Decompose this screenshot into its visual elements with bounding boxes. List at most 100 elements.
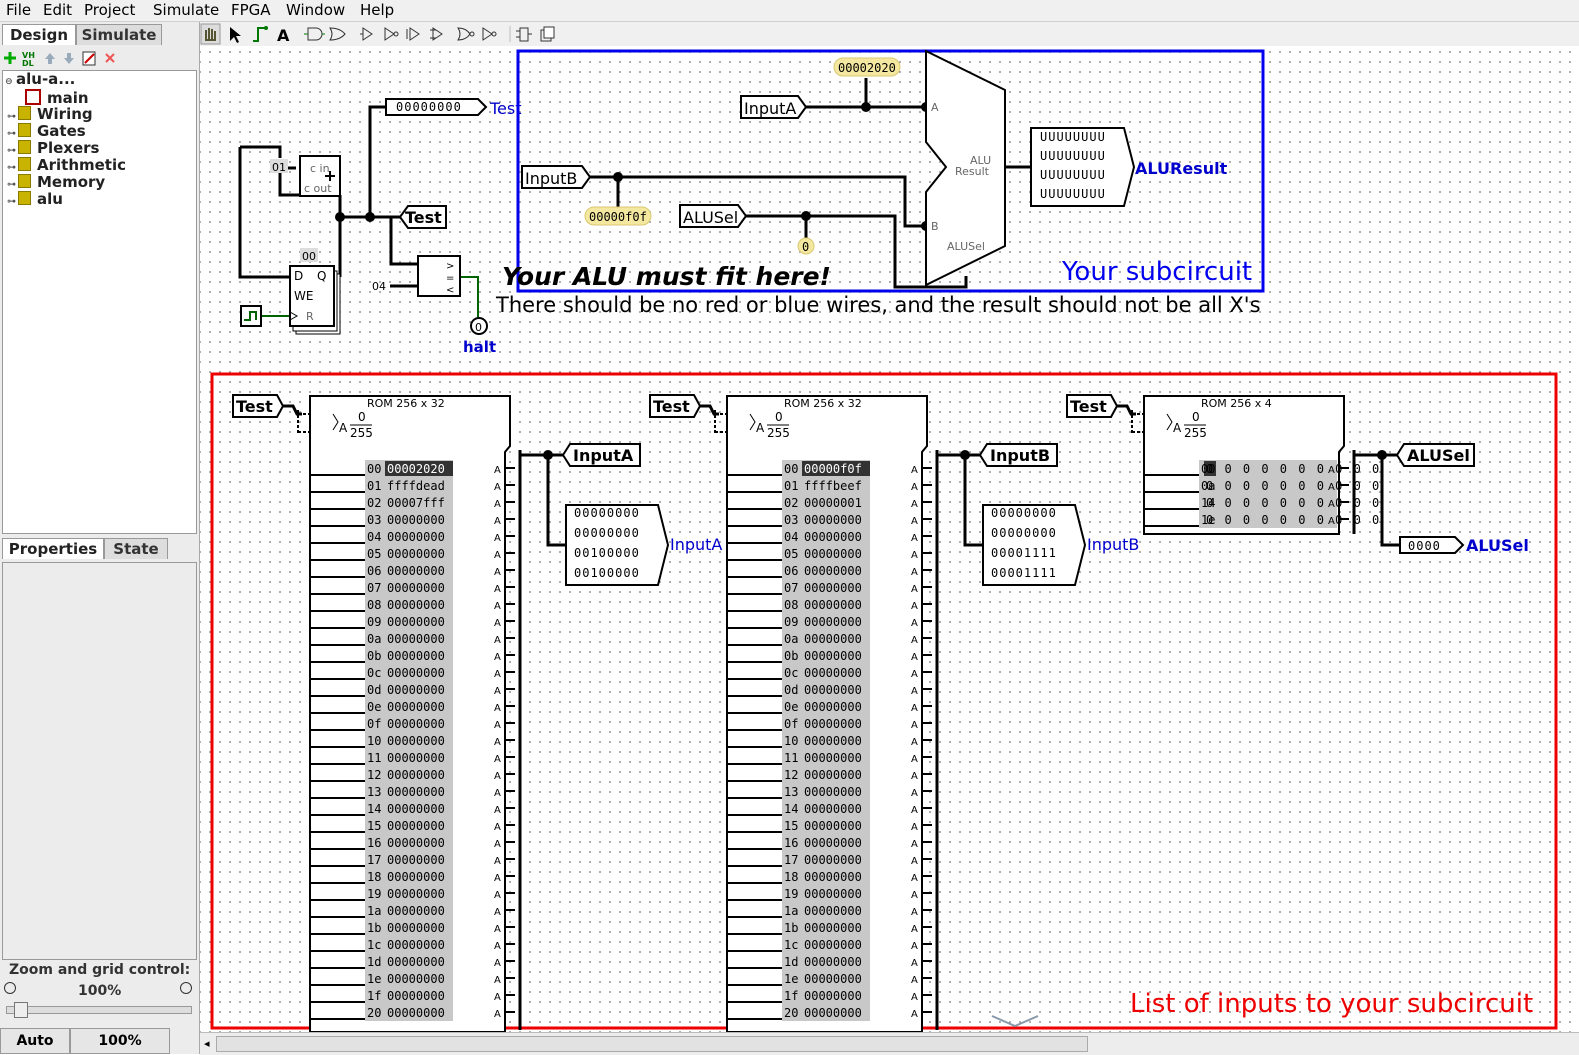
rom-row-pin: A (494, 771, 501, 782)
menu-help[interactable]: Help (360, 1, 395, 19)
rom-probe-pin[interactable] (982, 504, 1087, 586)
rom-row-pin: A (494, 958, 501, 969)
delete-icon[interactable] (105, 53, 115, 63)
register[interactable]: D Q WE R (289, 265, 341, 335)
rom-probe-pin[interactable] (1399, 536, 1465, 554)
constant-01-value: 01 (272, 161, 286, 174)
horizontal-scroll-thumb[interactable] (216, 1036, 1088, 1052)
rom-row-pin: A (494, 567, 501, 578)
rom-0[interactable]: Test07ROM 256 x 32A02550000002020A01ffff… (232, 394, 722, 1032)
clock[interactable] (240, 305, 262, 327)
tree-item-alu[interactable]: ⊶alu (7, 191, 63, 208)
svg-text:VH: VH (22, 51, 35, 60)
tree-item-gates[interactable]: ⊶Gates (7, 123, 86, 140)
rom-output-tunnel[interactable] (1395, 443, 1475, 467)
horizontal-scrollbar[interactable]: ◂ (200, 1032, 1579, 1055)
menu-file[interactable]: File (6, 1, 32, 19)
test-tunnel[interactable]: Test (398, 205, 447, 229)
zoom-out-icon[interactable] (4, 982, 16, 994)
rom-address-label: A (756, 421, 765, 435)
alu-block[interactable]: A B ALU Result ALUSel (925, 49, 1006, 287)
rom-range-high: 255 (1184, 426, 1207, 440)
rom-row-bg (782, 749, 870, 766)
rom-row-pin: A (494, 499, 501, 510)
add-circuit-icon[interactable] (4, 52, 16, 64)
menu-fpga[interactable]: FPGA (231, 1, 271, 19)
tab-design[interactable]: Design (2, 24, 76, 45)
and-gate-icon[interactable] (304, 27, 325, 41)
tree-item-arithmetic[interactable]: ⊶Arithmetic (7, 157, 126, 174)
zoom-in-icon[interactable] (180, 982, 192, 994)
subcircuit-box (516, 49, 1265, 293)
zoom-slider-thumb[interactable] (14, 1002, 28, 1018)
alusel-tunnel[interactable]: ALUSel (679, 204, 748, 228)
xor-gate-icon[interactable] (406, 27, 420, 41)
input-b-label: InputB (525, 169, 577, 188)
rom-row-bg (782, 766, 870, 783)
rom-output-tunnel[interactable] (561, 443, 641, 467)
wiring-tool-icon[interactable] (253, 26, 268, 42)
rom-test-tunnel[interactable] (1066, 394, 1119, 418)
text-tool-icon[interactable]: A (277, 26, 290, 45)
poke-tool-icon[interactable] (200, 23, 221, 45)
appearance-icon[interactable] (540, 26, 555, 42)
tree-item-plexers[interactable]: ⊶Plexers (7, 140, 99, 157)
test-output-pin[interactable]: 00000000 (385, 98, 488, 116)
rom-brace (749, 413, 756, 431)
move-up-icon[interactable] (45, 53, 55, 64)
tab-simulate[interactable]: Simulate (76, 24, 162, 45)
halt-pin[interactable]: 0 (470, 317, 488, 335)
rom-test-tunnel[interactable] (232, 394, 285, 418)
tab-properties[interactable]: Properties (2, 538, 104, 559)
select-tool-icon[interactable] (230, 27, 241, 43)
expand-icon[interactable]: ⊶ (7, 197, 16, 207)
expand-icon[interactable]: ⊶ (7, 180, 16, 190)
rom-row-pin: A (911, 924, 918, 935)
expand-icon[interactable]: ⊶ (7, 163, 16, 173)
adder[interactable]: c in c out (299, 155, 341, 197)
tree-root[interactable]: ⊖alu-a... (5, 71, 75, 88)
menu-simulate[interactable]: Simulate (153, 1, 220, 19)
xnor-gate-icon[interactable] (482, 27, 497, 41)
expand-icon[interactable]: ⊶ (7, 129, 16, 139)
rom-row-value: 00000000 (387, 819, 445, 833)
tab-state[interactable]: State (104, 538, 168, 559)
rom-row-bg (365, 885, 453, 902)
tree-item-memory[interactable]: ⊶Memory (7, 174, 105, 191)
rom-probe-row: 00001111 (991, 546, 1057, 560)
rom-probe-row: 00100000 (574, 546, 640, 560)
tree-item-main[interactable]: main (25, 89, 89, 107)
scroll-left-arrow-icon[interactable]: ◂ (204, 1037, 210, 1050)
zoom-slider[interactable] (6, 1006, 192, 1014)
input-a-tunnel[interactable]: InputA (740, 95, 808, 119)
expand-icon[interactable]: ⊶ (7, 112, 16, 122)
menu-edit[interactable]: Edit (43, 1, 73, 19)
buffer-icon[interactable] (360, 27, 373, 41)
expand-icon[interactable]: ⊶ (7, 146, 16, 156)
comparator[interactable]: > = < (417, 255, 461, 297)
input-b-tunnel[interactable]: InputB (521, 165, 592, 189)
tree-item-wiring[interactable]: ⊶Wiring (7, 106, 93, 123)
rom-test-tunnel[interactable] (649, 394, 702, 418)
circuit-canvas[interactable]: 00000000 Test 01 c in c out Test 00 D Q … (200, 46, 1579, 1032)
not-gate-icon[interactable] (384, 27, 399, 41)
rom-row-bg (782, 647, 870, 664)
nor-gate-icon[interactable] (457, 27, 475, 41)
collapse-icon[interactable]: ⊖ (5, 77, 13, 87)
project-tree: ⊖alu-a... main ⊶Wiring ⊶Gates ⊶Plexers ⊶… (2, 70, 197, 534)
edit-appearance-icon[interactable] (82, 51, 96, 66)
zoom-level-button[interactable]: 100% (70, 1028, 170, 1054)
rom-1[interactable]: Test07ROM 256 x 32A02550000000f0fA01ffff… (649, 394, 1139, 1032)
or-gate-icon[interactable] (329, 27, 346, 41)
move-down-icon[interactable] (64, 53, 74, 64)
nand-gate-icon[interactable] (430, 27, 443, 41)
menu-window[interactable]: Window (286, 1, 346, 19)
rom-probe-pin[interactable] (565, 504, 670, 586)
chip-icon[interactable] (516, 27, 532, 42)
menu-project[interactable]: Project (84, 1, 136, 19)
rom-output-tunnel[interactable] (978, 443, 1058, 467)
alu-result-pin-box[interactable]: UUUUUUUU UUUUUUUU UUUUUUUU UUUUUUUU (1030, 127, 1136, 207)
zoom-auto-button[interactable]: Auto (0, 1028, 70, 1054)
